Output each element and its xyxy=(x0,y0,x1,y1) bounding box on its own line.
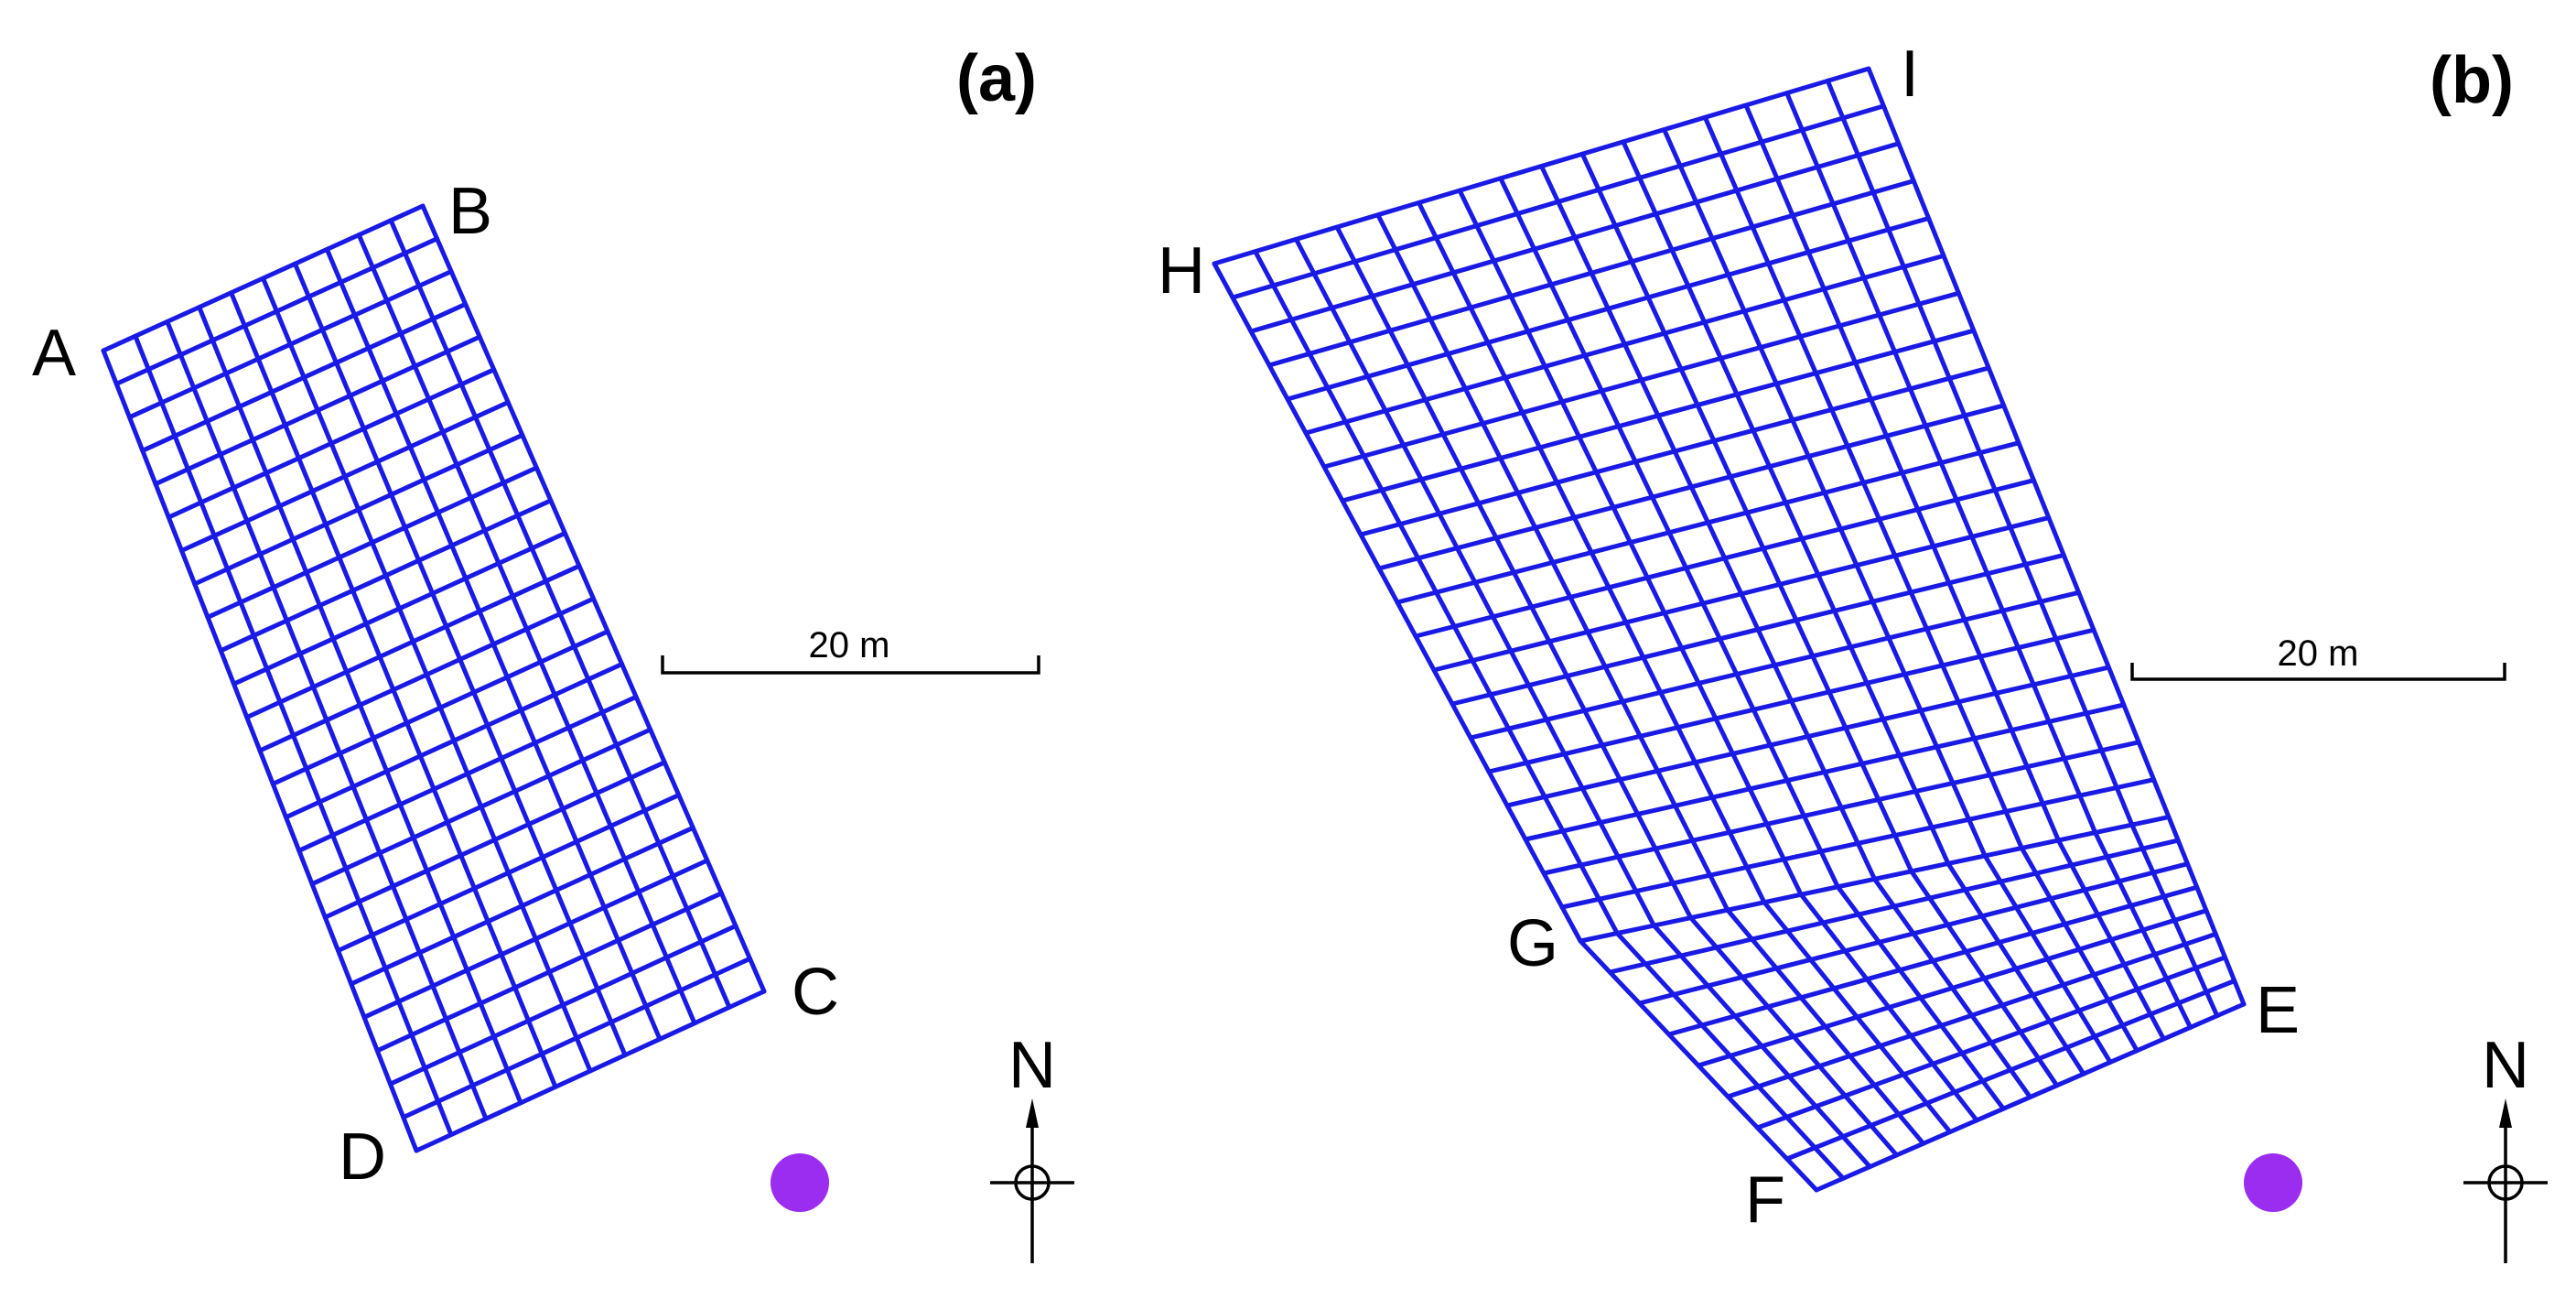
grid-column-line xyxy=(261,276,593,1074)
location-marker-b xyxy=(2244,1153,2302,1212)
grid-column-line xyxy=(1539,164,2032,1099)
scale-bar-line-b xyxy=(2130,663,2506,681)
panel-a-label: (a) xyxy=(956,42,1037,115)
corner-label-h: H xyxy=(1158,234,1205,308)
north-arrow-circle-a xyxy=(1014,1164,1051,1201)
grid-column-line xyxy=(1253,249,1846,1181)
grid-column-line xyxy=(1702,114,2139,1054)
grid-column-line xyxy=(356,233,697,1026)
corner-label-e: E xyxy=(2256,974,2300,1047)
location-marker-a xyxy=(771,1153,829,1212)
grid-column-line xyxy=(1825,78,2220,1019)
grid-column-line xyxy=(1784,91,2193,1030)
north-arrow-circle-b xyxy=(2487,1164,2524,1201)
corner-label-d: D xyxy=(339,1120,386,1194)
panel-a: (a) A B C D 20 m N xyxy=(32,42,1074,1263)
grid-column-line xyxy=(133,333,454,1138)
scale-bar-b: 20 m xyxy=(2130,633,2506,681)
north-label-b: N xyxy=(2482,1029,2529,1102)
grid-column-line xyxy=(1293,236,1872,1170)
grid-column-line xyxy=(1375,212,1926,1146)
corner-label-a: A xyxy=(32,317,76,390)
grid-column-line xyxy=(324,246,663,1042)
north-arrow-a: N xyxy=(990,1029,1074,1263)
grid-column-line xyxy=(420,203,767,994)
grid-column-line xyxy=(1334,224,1900,1158)
grid-column-line xyxy=(197,305,523,1106)
scale-bar-line-a xyxy=(661,655,1040,675)
grid-column-line xyxy=(292,261,628,1058)
grid-column-line xyxy=(165,319,489,1121)
north-arrow-head-b xyxy=(2499,1098,2512,1128)
grid-column-line xyxy=(1743,103,2166,1042)
mesh-grid-a xyxy=(101,203,767,1153)
grid-column-line xyxy=(1662,127,2113,1065)
north-arrow-b: N xyxy=(2463,1029,2548,1263)
grid-column-line xyxy=(1579,151,2060,1088)
north-arrow-head-a xyxy=(1026,1098,1039,1128)
grid-column-line xyxy=(1498,176,2006,1111)
grid-column-line xyxy=(1212,261,1819,1193)
grid-column-line xyxy=(1416,200,1953,1135)
corner-label-b: B xyxy=(448,175,492,248)
corner-label-g: G xyxy=(1507,907,1558,980)
panel-b-label: (b) xyxy=(2430,44,2514,117)
scale-bar-label-b: 20 m xyxy=(2278,633,2359,674)
north-label-a: N xyxy=(1008,1029,1056,1102)
grid-column-line xyxy=(229,290,558,1089)
grid-column-line xyxy=(1866,66,2247,1007)
mesh-grid-b xyxy=(1212,66,2247,1193)
corner-label-f: F xyxy=(1745,1163,1785,1237)
corner-label-i: I xyxy=(1901,38,1919,111)
grid-column-line xyxy=(1621,139,2086,1076)
scale-bar-label-a: 20 m xyxy=(809,625,890,665)
corner-label-c: C xyxy=(792,956,839,1029)
grid-column-line xyxy=(388,218,732,1010)
grid-column-line xyxy=(1457,188,1979,1123)
scale-bar-a: 20 m xyxy=(661,625,1040,675)
grid-column-line xyxy=(101,348,419,1153)
panel-b: (b) H I G E F 20 m N xyxy=(1158,38,2548,1263)
